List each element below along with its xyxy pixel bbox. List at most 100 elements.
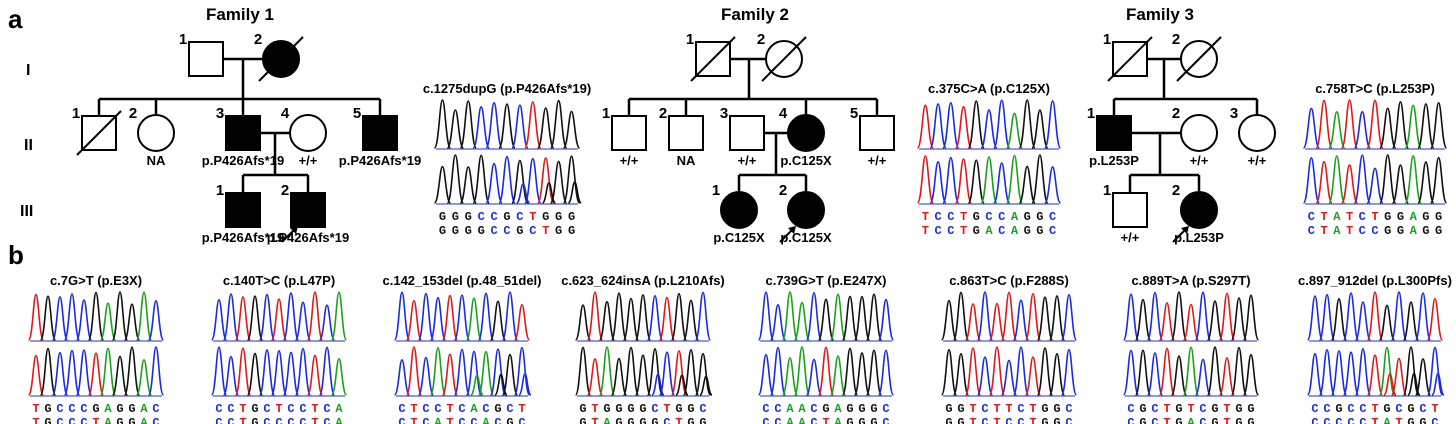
trace-peak-C [1043,166,1062,204]
trace-peak-C [393,291,411,341]
trace-peak-G [1206,300,1224,341]
trace-peak-G [446,154,465,204]
trace-peak-G [562,110,581,149]
trace-peak-G [1018,165,1036,204]
trace-peak-C [282,351,300,396]
deceased-slash [1176,36,1222,82]
genotype-label: p.P426Afs*19 [339,153,421,168]
trace-peak-C [63,349,81,396]
base-letter: G [1235,402,1242,416]
trace-peak-G [952,291,970,341]
base-letter: G [568,210,575,224]
trace-peak-C [429,296,447,341]
trace-peak-G [567,181,582,204]
female-symbol [787,191,825,229]
base-letter: A [1333,210,1341,224]
chromatogram-panel: c.375C>A (p.C125X)TCCTGCCAGGCTCCTGCCAGGC… [916,81,1062,238]
trace-peak-C [282,292,300,341]
base-letter: G [615,416,622,424]
base-letter: C [1347,402,1354,416]
trace-peak-C [1431,372,1445,396]
trace-peak-A [793,301,811,341]
base-letter: G [439,210,446,224]
base-letter: T [675,416,682,424]
base-letter: G [945,416,952,424]
base-letter: T [92,416,99,424]
trace-peak-C [929,103,947,149]
trace-peak-C [1306,352,1324,396]
female-symbol [1180,191,1218,229]
base-letter: G [1247,402,1254,416]
base-letter: C [1199,402,1206,416]
base-letter: G [1036,210,1043,224]
trace-peak-T [234,296,252,341]
member-number: 3 [216,105,224,122]
trace-peak-T [306,291,324,341]
base-letter: C [434,402,441,416]
trace-peak-C [453,294,471,341]
base-letter: G [465,224,472,238]
base-letter: G [1175,416,1182,424]
trace-peak-G [1206,346,1224,396]
base-letter: C [774,402,781,416]
base-letter: T [922,224,929,238]
male-symbol [362,115,398,151]
base-letter: C [1311,416,1318,424]
trace-peak-G [246,295,264,341]
base-letter: C [275,416,282,424]
trace-peak-G [634,294,652,341]
base-letter: A [335,416,343,424]
mutation-caption: c.897_912del (p.L300Pfs) [1298,273,1452,288]
base-letter: C [215,402,222,416]
trace-peak-G [1134,349,1152,396]
base-letter: A [140,416,148,424]
base-letter: G [639,416,646,424]
base-letter: C [810,416,817,424]
trace-peak-T [1315,160,1333,204]
base-letter: G [568,224,575,238]
genotype-label: NA [677,153,696,168]
trace-peak-G [1391,100,1410,149]
trace-peak-C [1354,301,1372,341]
base-letter: C [998,210,1005,224]
trace-peak-C [1060,348,1078,396]
trace-peak-C [222,355,240,396]
trace-peak-C [485,101,503,149]
base-letter: C [1308,224,1315,238]
base-letter: G [687,416,694,424]
base-letter: G [506,416,513,424]
male-symbol [668,115,704,151]
genotype-label: +/+ [1190,153,1209,168]
base-letter: A [104,402,112,416]
base-letter: C [1151,416,1158,424]
trace-peak-G [574,304,592,341]
base-letter: G [1036,224,1043,238]
base-letter: A [834,416,842,424]
base-letter: G [1139,402,1146,416]
mutation-caption: c.375C>A (p.C125X) [928,81,1050,96]
member-number: 2 [281,182,289,199]
base-letter: G [1024,224,1031,238]
female-symbol [137,114,175,152]
member-number: 1 [712,182,720,199]
trace-peak-G [699,375,713,396]
base-letter: C [882,402,889,416]
base-letter: G [675,402,682,416]
trace-peak-T [954,105,973,149]
trace-peak-G [1414,358,1432,396]
member-number: 4 [779,105,788,122]
base-letter: G [627,402,634,416]
trace-peak-C [294,347,312,396]
base-letter: G [452,224,459,238]
member-number: 1 [179,31,187,48]
base-letter: C [323,402,330,416]
mutation-caption: c.7G>T (p.E3X) [50,273,142,288]
base-letter: C [227,416,234,424]
genotype-label: +/+ [620,153,639,168]
genotype-label: +/+ [738,153,757,168]
base-letter: A [1383,416,1391,424]
trace-peak-G [646,348,664,396]
trace-peak-T [916,155,935,204]
deceased-slash [76,110,122,156]
